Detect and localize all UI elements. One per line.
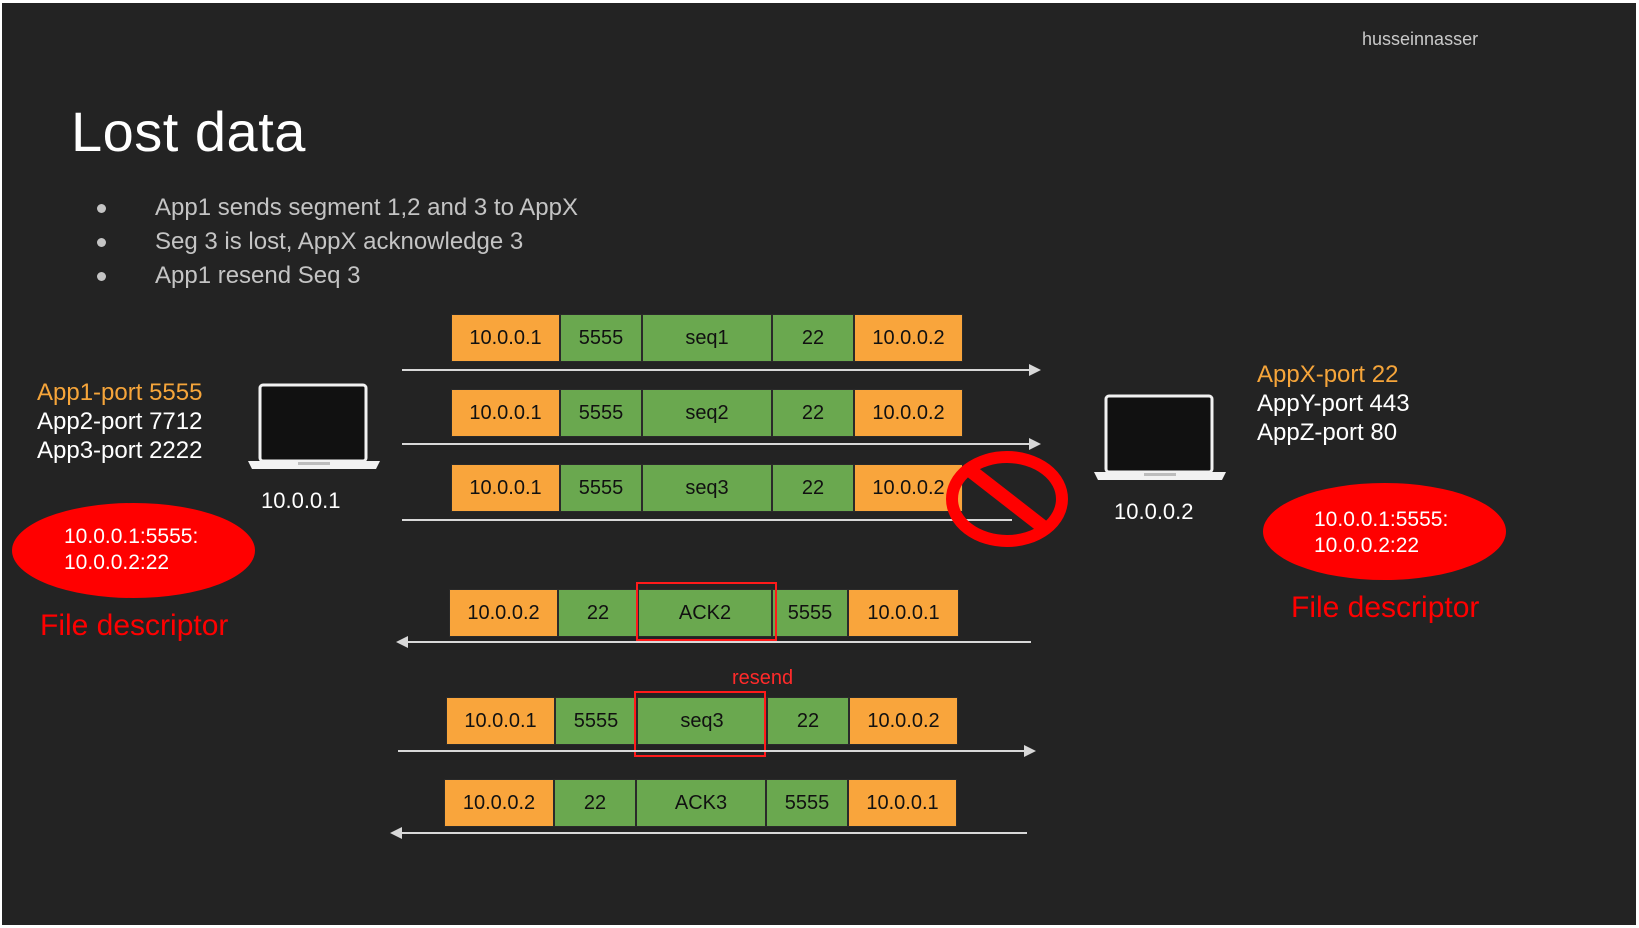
payload-cell: seq3 [637,697,767,745]
payload-cell: ACK2 [638,589,772,637]
arrow-right [398,745,1036,757]
left-file-descriptor-label: File descriptor [40,609,229,642]
dst-ip-cell: 10.0.0.1 [848,779,957,827]
laptop-icon [248,383,380,469]
left-fd-line: 10.0.0.2:22 [64,551,170,574]
src-ip-cell: 10.0.0.1 [451,314,560,362]
dst-port-cell: 22 [772,314,854,362]
packet-row: 10.0.0.2 22 ACK3 5555 10.0.0.1 [444,779,957,827]
payload-cell: seq1 [642,314,772,362]
right-host-ports: AppX-port 22 AppY-port 443 AppZ-port 80 [1257,360,1410,447]
bullet-item: App1 resend Seq 3 [97,259,578,293]
right-fd-line: 10.0.0.1:5555: [1314,508,1449,531]
src-ip-cell: 10.0.0.1 [451,389,560,437]
right-file-descriptor-label: File descriptor [1291,591,1480,624]
brand-label: husseinnasser [1362,29,1479,49]
bullet-item: App1 sends segment 1,2 and 3 to AppX [97,191,578,225]
src-port-cell: 5555 [560,464,642,512]
seq3-resend-highlight-box [634,691,766,757]
src-ip-cell: 10.0.0.2 [449,589,558,637]
src-port-cell: 22 [554,779,636,827]
packet-row: 10.0.0.1 5555 seq3 22 10.0.0.2 [451,464,963,512]
right-port-appz: AppZ-port 80 [1257,419,1398,446]
arrow-right [402,364,1041,376]
left-host-ip: 10.0.0.1 [261,488,341,513]
bullet-dot-icon [97,204,106,213]
bullet-dot-icon [97,238,106,247]
right-file-descriptor-ellipse: 10.0.0.1:5555: 10.0.0.2:22 [1263,483,1506,580]
dst-ip-cell: 10.0.0.2 [854,314,963,362]
bullet-text: Seg 3 is lost, AppX acknowledge 3 [155,228,524,255]
src-ip-cell: 10.0.0.1 [451,464,560,512]
ack2-highlight-box [636,582,777,641]
prohibited-icon [946,451,1068,547]
left-port-app2: App2-port 7712 [37,408,203,435]
left-port-app1: App1-port 5555 [37,379,203,406]
dst-port-cell: 22 [767,697,849,745]
dst-port-cell: 22 [772,389,854,437]
bullet-item: Seg 3 is lost, AppX acknowledge 3 [97,225,578,259]
laptop-icon [1094,394,1226,480]
slide: husseinnasser Lost data App1 sends segme… [2,3,1636,925]
src-port-cell: 5555 [555,697,637,745]
packet-row: 10.0.0.1 5555 seq1 22 10.0.0.2 [451,314,963,362]
dst-ip-cell: 10.0.0.2 [849,697,958,745]
left-file-descriptor-ellipse: 10.0.0.1:5555: 10.0.0.2:22 [12,503,255,598]
bullet-text: App1 resend Seq 3 [155,262,361,289]
arrow-right [402,438,1041,450]
dst-ip-cell: 10.0.0.1 [848,589,959,637]
bullet-text: App1 sends segment 1,2 and 3 to AppX [155,194,578,221]
right-fd-line: 10.0.0.2:22 [1314,534,1420,557]
dst-ip-cell: 10.0.0.2 [854,389,963,437]
left-host-ports: App1-port 5555 App2-port 7712 App3-port … [37,378,202,465]
payload-cell: seq3 [642,464,772,512]
dst-ip-cell: 10.0.0.2 [854,464,963,512]
left-fd-line: 10.0.0.1:5555: [64,525,199,548]
left-port-app3: App3-port 2222 [37,437,203,464]
payload-cell: seq2 [642,389,772,437]
src-port-cell: 5555 [560,389,642,437]
right-port-appx: AppX-port 22 [1257,361,1399,388]
dst-port-cell: 5555 [772,589,848,637]
src-port-cell: 22 [558,589,638,637]
right-host-ip: 10.0.0.2 [1114,499,1194,524]
src-ip-cell: 10.0.0.1 [446,697,555,745]
arrow-left [390,827,1027,839]
packet-row: 10.0.0.2 22 ACK2 5555 10.0.0.1 [449,589,959,637]
dst-port-cell: 5555 [766,779,848,827]
arrow-left [396,636,1031,648]
src-port-cell: 5555 [560,314,642,362]
dst-port-cell: 22 [772,464,854,512]
bullet-dot-icon [97,272,106,281]
payload-cell: ACK3 [636,779,766,827]
resend-label: resend [732,667,794,689]
arrow-truncated [402,519,1012,521]
slide-title: Lost data [71,100,306,163]
packet-row: 10.0.0.1 5555 seq2 22 10.0.0.2 [451,389,963,437]
src-ip-cell: 10.0.0.2 [444,779,554,827]
bullet-list: App1 sends segment 1,2 and 3 to AppX Seg… [97,191,578,293]
packet-row: 10.0.0.1 5555 seq3 22 10.0.0.2 [446,697,958,745]
right-port-appy: AppY-port 443 [1257,390,1410,417]
